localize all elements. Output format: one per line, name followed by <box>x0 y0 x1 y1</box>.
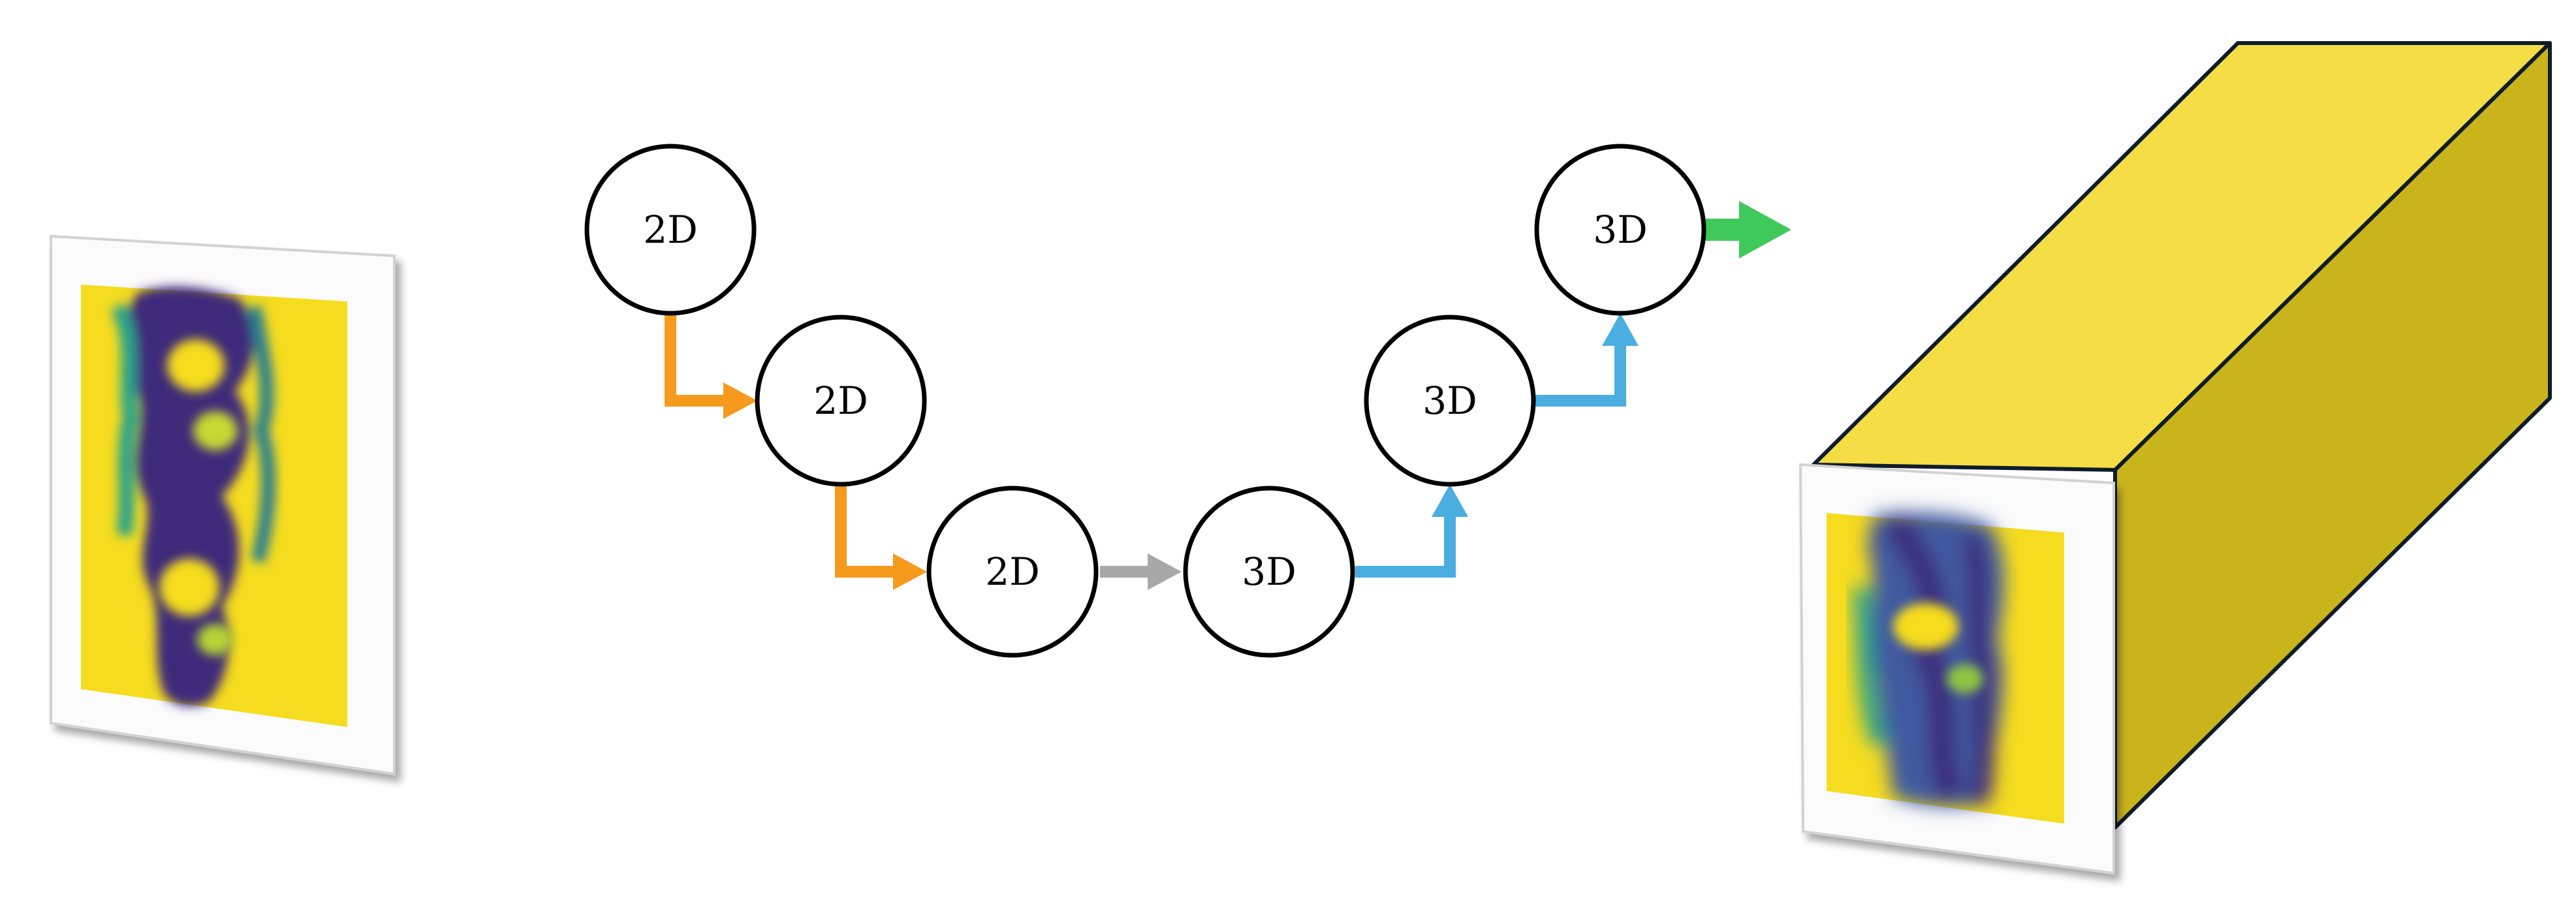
node-2d-3: 2D <box>926 486 1099 658</box>
decoder-arrow-2 <box>1531 313 1639 407</box>
node-label: 2D <box>643 208 697 252</box>
input-2d-field-icon <box>50 234 396 776</box>
encoder-arrow-1 <box>665 313 757 419</box>
node-label: 3D <box>1422 379 1477 423</box>
input-field-highlights <box>159 339 238 655</box>
decoder-arrow-1 <box>1355 484 1468 578</box>
encoder-arrow-2 <box>835 484 927 590</box>
node-label: 2D <box>985 550 1039 594</box>
output-field-structure <box>1852 512 2004 807</box>
output-field-highlights <box>1893 603 1983 693</box>
node-2d-1: 2D <box>584 144 757 316</box>
output-arrow <box>1701 201 1791 258</box>
node-label: 2D <box>813 379 868 423</box>
node-label: 3D <box>1593 208 1647 252</box>
node-3d-2: 3D <box>1364 315 1536 487</box>
node-3d-1: 3D <box>1183 486 1355 658</box>
bridge-arrow <box>1100 553 1182 590</box>
output-3d-volume-icon <box>1798 41 2552 875</box>
node-label: 3D <box>1242 550 1296 594</box>
node-2d-2: 2D <box>755 315 927 487</box>
node-3d-3: 3D <box>1534 144 1706 316</box>
input-field-structure <box>110 287 276 707</box>
